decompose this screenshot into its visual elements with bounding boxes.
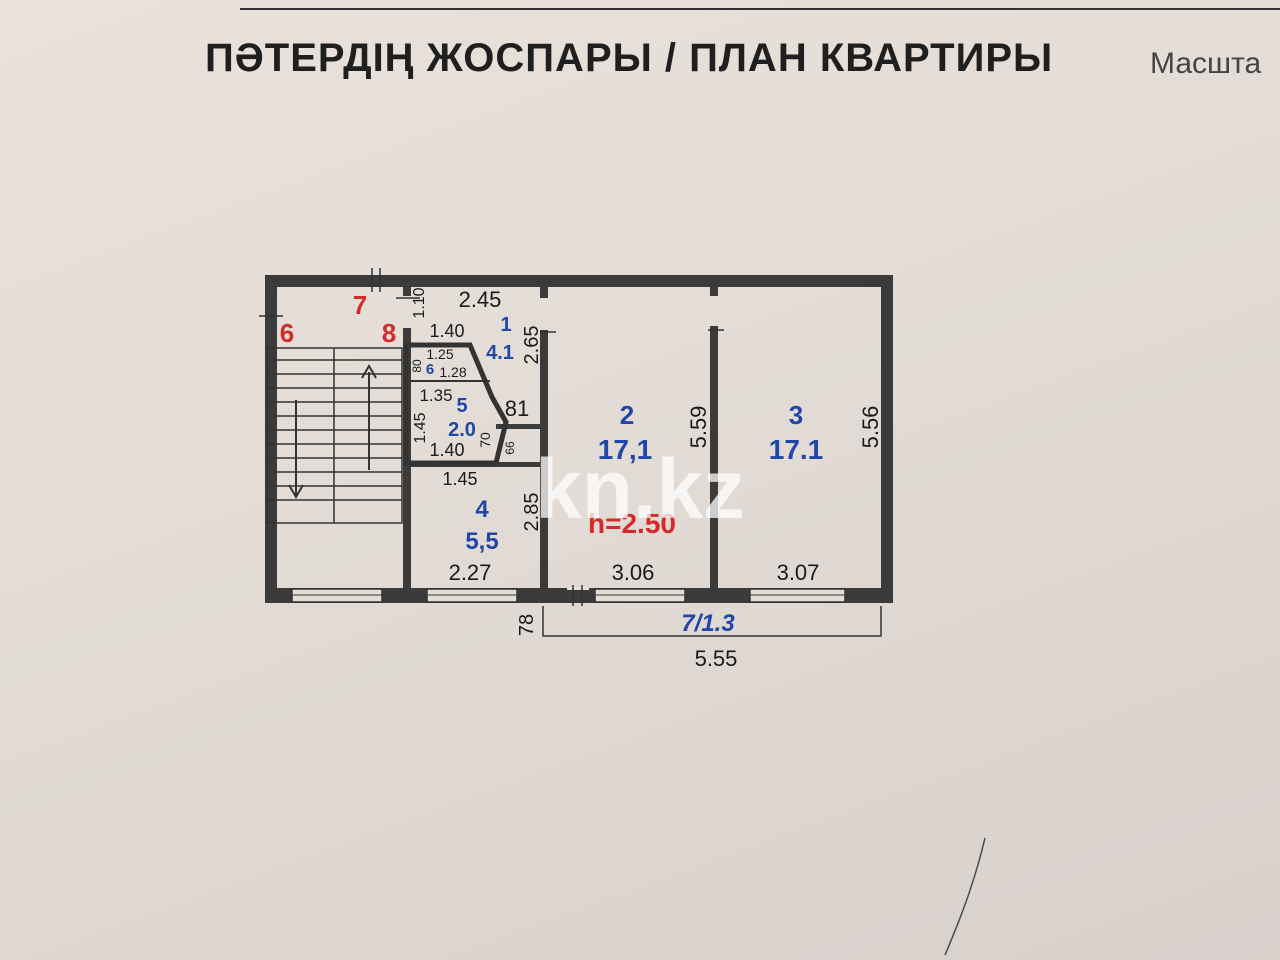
dim-78: 78 xyxy=(516,614,538,636)
dim-1-25: 1.25 xyxy=(426,346,453,362)
dim-1-45-vertical: 1.45 xyxy=(412,412,429,443)
pencil-mark xyxy=(944,837,986,956)
room-6-number: 6 xyxy=(426,361,434,378)
dim-1-35: 1.35 xyxy=(419,386,452,405)
ceiling-height: h=2.50 xyxy=(588,508,676,539)
door-openings xyxy=(402,296,719,590)
dim-1-10: 1.10 xyxy=(411,287,428,318)
top-ticks xyxy=(259,297,420,317)
scale-label: Масшта xyxy=(1150,47,1262,80)
dim-3-07: 3.07 xyxy=(777,560,820,585)
dim-5-56: 5.56 xyxy=(858,406,883,449)
marker-7: 7 xyxy=(353,290,367,320)
door-marks xyxy=(371,268,724,606)
marker-8: 8 xyxy=(382,318,396,348)
dim-2-85: 2.85 xyxy=(521,493,543,532)
bathroom-enclosure xyxy=(403,342,509,466)
watermark-logo: kn.kz xyxy=(535,442,745,536)
top-rule-line xyxy=(240,0,1280,10)
dim-1-40-bottom: 1.40 xyxy=(429,440,464,460)
room-4-area: 5,5 xyxy=(465,528,498,555)
room-1-number: 1 xyxy=(500,314,511,336)
room-2-area: 17,1 xyxy=(598,434,653,465)
staircase xyxy=(266,347,403,524)
dim-1-40-top: 1.40 xyxy=(429,321,464,341)
room-1-area: 4.1 xyxy=(486,342,514,364)
room-3-area: 17.1 xyxy=(769,434,824,465)
dim-2-65: 2.65 xyxy=(521,326,543,365)
room-2-number: 2 xyxy=(620,400,634,430)
dim-1-28: 1.28 xyxy=(439,364,466,380)
dim-5-55: 5.55 xyxy=(695,646,738,671)
dim-7-1-3: 7/1.3 xyxy=(681,610,735,637)
room-5-number: 5 xyxy=(456,395,467,417)
dim-80: 80 xyxy=(410,359,424,373)
bottom-dimension-line xyxy=(542,606,882,637)
stair-arrows xyxy=(288,364,377,499)
dim-70: 70 xyxy=(477,432,493,448)
dim-66: 66 xyxy=(503,441,517,455)
page-title: ПӘТЕРДІҢ ЖОСПАРЫ / ПЛАН КВАРТИРЫ xyxy=(205,36,1054,80)
dim-81: 81 xyxy=(505,396,529,421)
room-4-number: 4 xyxy=(475,496,489,523)
dim-5-59: 5.59 xyxy=(686,406,711,449)
dim-2-27: 2.27 xyxy=(449,560,492,585)
dim-1-45-horizontal: 1.45 xyxy=(442,469,477,489)
room-5-area: 2.0 xyxy=(448,419,476,441)
room-3-number: 3 xyxy=(789,400,803,430)
marker-6: 6 xyxy=(280,318,294,348)
outer-walls xyxy=(265,275,893,603)
dim-3-06: 3.06 xyxy=(612,560,655,585)
dim-2-45: 2.45 xyxy=(459,287,502,312)
